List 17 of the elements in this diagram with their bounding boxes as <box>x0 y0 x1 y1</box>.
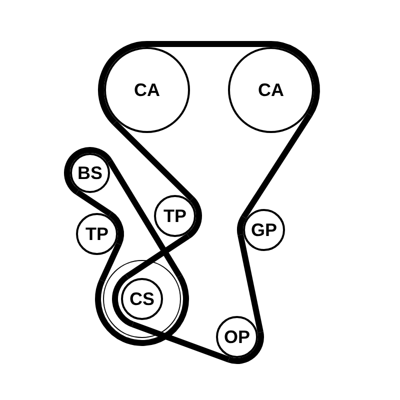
pulley-label: TP <box>163 207 186 225</box>
belt-segment <box>132 322 230 362</box>
pulley-label: CS <box>129 290 154 308</box>
belt-segment <box>99 242 122 282</box>
belt-segment <box>241 113 312 219</box>
belt-segment <box>112 120 194 202</box>
pulley-label: TP <box>85 225 108 243</box>
pulley-label: GP <box>250 221 277 239</box>
pulley-label: OP <box>224 328 250 346</box>
belt-segment <box>125 234 190 279</box>
pulley-label: CA <box>258 81 284 99</box>
pulley-label: BS <box>77 164 102 182</box>
belt-segment <box>107 160 182 278</box>
belt-segment <box>238 234 264 333</box>
belt-segment <box>147 41 271 47</box>
belt-segment <box>76 190 112 216</box>
pulley-label: CA <box>134 81 160 99</box>
